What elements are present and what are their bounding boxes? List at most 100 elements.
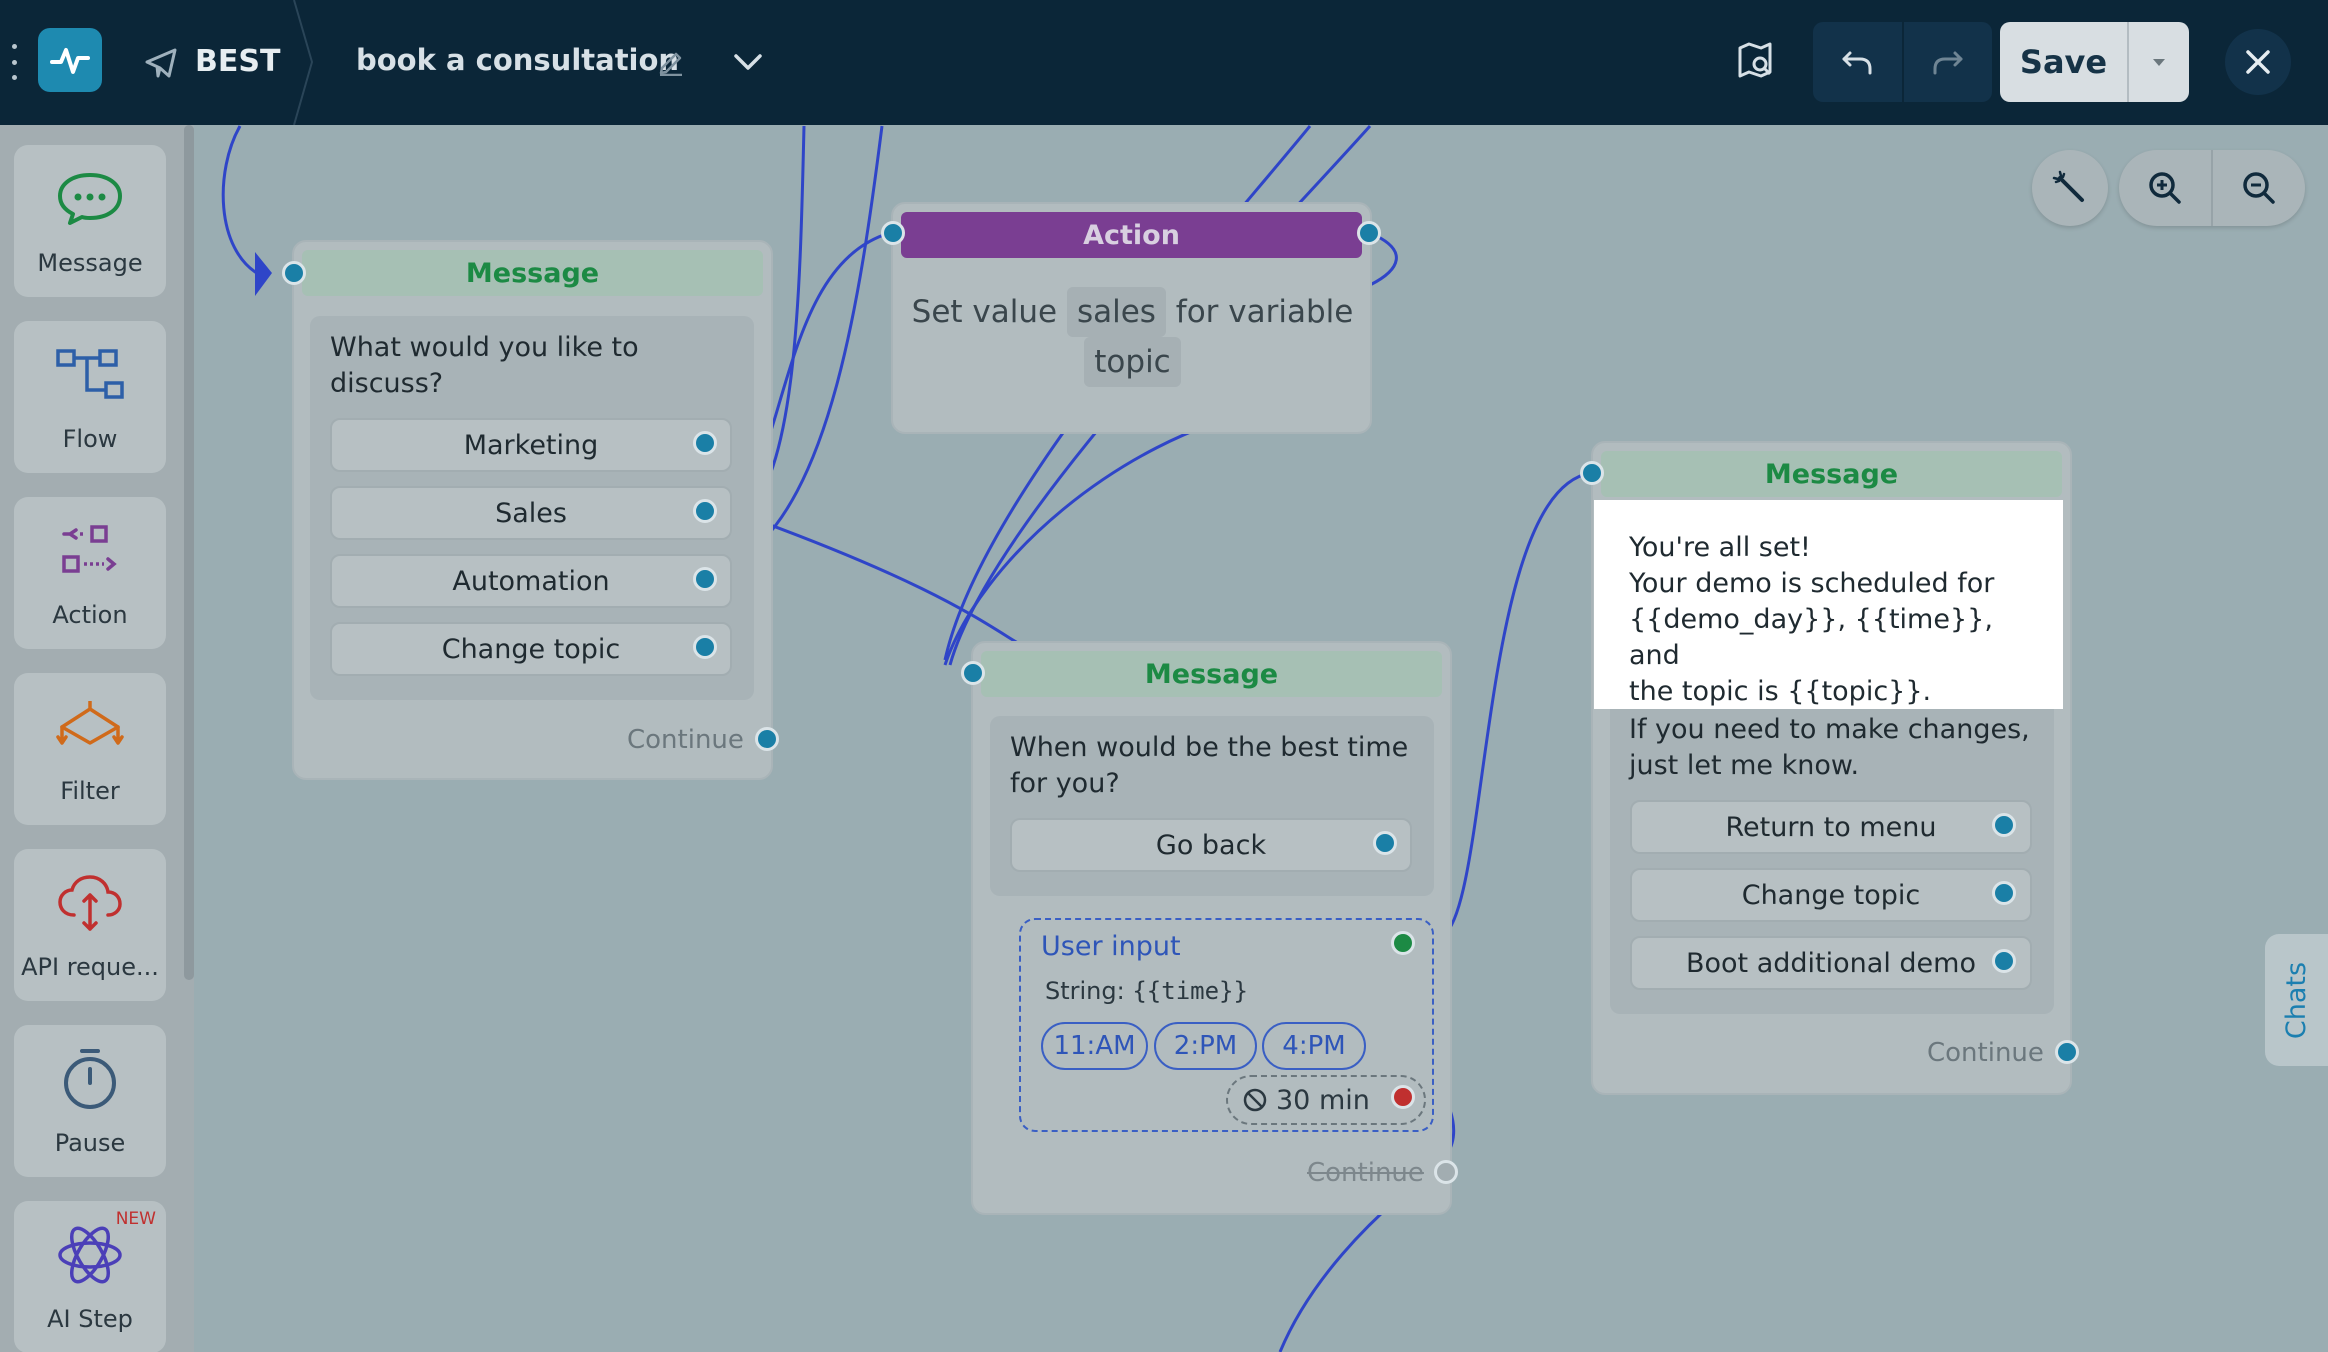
- step-toolbox: Message Flow Action Filter API reque... …: [0, 125, 194, 1352]
- quick-reply-chip[interactable]: 4:PM: [1262, 1022, 1366, 1070]
- tool-label: Filter: [60, 777, 120, 805]
- no-entry-icon: [1243, 1088, 1267, 1112]
- undo-button[interactable]: [1813, 22, 1902, 102]
- input-port[interactable]: [961, 661, 985, 685]
- app-logo-icon[interactable]: [38, 28, 102, 92]
- text-line: the topic is {{topic}}.: [1629, 676, 1932, 707]
- save-options-button[interactable]: [2127, 22, 2189, 102]
- continue-label: Continue: [627, 725, 744, 755]
- tool-label: API reque...: [21, 953, 159, 981]
- user-input-type: String: {{time}}: [1045, 977, 1248, 1005]
- node-header: Message: [981, 651, 1442, 697]
- quick-reply-chip[interactable]: 11:AM: [1041, 1022, 1148, 1070]
- message-text: When would be the best time for you?: [1010, 732, 1409, 799]
- node-header: Action: [901, 212, 1362, 258]
- ai-step-icon: [58, 1226, 122, 1284]
- option-button[interactable]: Sales: [330, 486, 732, 540]
- text-line: {{demo_day}}, {{time}}, and: [1629, 604, 1993, 671]
- redo-icon: [1933, 51, 1963, 75]
- output-port[interactable]: [1992, 949, 2016, 973]
- chats-tab[interactable]: Chats: [2265, 934, 2328, 1066]
- timeout-port[interactable]: [1391, 1085, 1415, 1109]
- continue-port-disabled[interactable]: [1434, 1160, 1458, 1184]
- bot-name[interactable]: BEST: [195, 44, 281, 79]
- tool-pause[interactable]: Pause: [14, 1025, 166, 1177]
- chevron-down-icon[interactable]: [730, 46, 766, 76]
- undo-icon: [1842, 51, 1872, 75]
- input-port[interactable]: [282, 261, 306, 285]
- timeout-value: 30 min: [1276, 1084, 1370, 1116]
- continue-port[interactable]: [2055, 1040, 2079, 1064]
- top-bar: BEST book a consultation Save: [0, 0, 2328, 125]
- action-variable-tag: topic: [1084, 337, 1181, 387]
- tool-label: Pause: [54, 1129, 126, 1157]
- input-port[interactable]: [881, 221, 905, 245]
- option-button[interactable]: Change topic: [330, 622, 732, 676]
- close-button[interactable]: [2225, 29, 2291, 95]
- tool-label: Flow: [62, 425, 118, 453]
- zoom-out-icon: [2243, 172, 2275, 204]
- output-port[interactable]: [693, 635, 717, 659]
- close-icon: [2246, 50, 2270, 74]
- zoom-controls: [2119, 150, 2305, 226]
- tool-api-request[interactable]: API reque...: [14, 849, 166, 1001]
- tool-label: AI Step: [47, 1305, 133, 1333]
- user-input-type-label: String:: [1045, 977, 1125, 1005]
- user-input-success-port[interactable]: [1391, 931, 1415, 955]
- node-header: Message: [1601, 451, 2062, 497]
- save-button[interactable]: Save: [2019, 43, 2108, 81]
- timeout-pill[interactable]: 30 min: [1226, 1075, 1426, 1125]
- message-text: What would you like to discuss?: [330, 332, 639, 399]
- output-port[interactable]: [693, 567, 717, 591]
- more-menu-icon[interactable]: [10, 44, 18, 80]
- option-button[interactable]: Automation: [330, 554, 732, 608]
- output-port[interactable]: [1992, 881, 2016, 905]
- toolbox-scrollbar[interactable]: [184, 125, 194, 980]
- edit-pencil-icon[interactable]: [656, 46, 686, 76]
- flow-name[interactable]: book a consultation: [356, 43, 680, 77]
- api-request-icon: [58, 875, 122, 931]
- chats-tab-label: Chats: [2281, 961, 2313, 1039]
- output-port[interactable]: [693, 499, 717, 523]
- user-input-block[interactable]: [1019, 918, 1434, 1132]
- node-header: Message: [302, 250, 763, 296]
- tool-label: Action: [52, 601, 128, 629]
- action-icon: [62, 525, 117, 573]
- continue-label: Continue: [1927, 1038, 2044, 1068]
- tool-ai-step[interactable]: NEW AI Step: [14, 1201, 166, 1352]
- zoom-in-icon: [2149, 172, 2181, 204]
- option-button[interactable]: Return to menu: [1630, 800, 2032, 854]
- highlighted-text-region: [1594, 500, 2063, 709]
- user-input-variable: {{time}}: [1132, 977, 1248, 1005]
- new-badge: NEW: [115, 1209, 156, 1229]
- zoom-in-button[interactable]: [2119, 150, 2211, 226]
- text-line: If you need to make changes,: [1629, 714, 2030, 745]
- output-port[interactable]: [1373, 831, 1397, 855]
- redo-button[interactable]: [1901, 22, 1993, 102]
- tool-flow[interactable]: Flow: [14, 321, 166, 473]
- zoom-out-button[interactable]: [2211, 150, 2305, 226]
- output-port[interactable]: [1357, 221, 1381, 245]
- breadcrumb-divider: [293, 0, 314, 125]
- tool-message[interactable]: Message: [14, 145, 166, 297]
- filter-icon: [56, 701, 124, 745]
- magic-wand-icon: [2052, 170, 2084, 202]
- text-line: You're all set!: [1629, 532, 1811, 563]
- quick-reply-chip[interactable]: 2:PM: [1154, 1022, 1257, 1070]
- tool-label: Message: [37, 249, 143, 277]
- output-port[interactable]: [693, 431, 717, 455]
- undo-redo-group: [1813, 22, 1992, 102]
- tool-filter[interactable]: Filter: [14, 673, 166, 825]
- action-value-tag: sales: [1066, 287, 1166, 337]
- option-button[interactable]: Marketing: [330, 418, 732, 472]
- tool-action[interactable]: Action: [14, 497, 166, 649]
- continue-port[interactable]: [755, 727, 779, 751]
- auto-arrange-button[interactable]: [2032, 150, 2108, 226]
- input-port[interactable]: [1580, 461, 1604, 485]
- message-text: If you need to make changes, just let me…: [1629, 712, 2049, 784]
- option-button[interactable]: Go back: [1010, 818, 1412, 872]
- flow-map-icon[interactable]: [1736, 40, 1774, 82]
- option-button[interactable]: Boot additional demo: [1630, 936, 2032, 990]
- output-port[interactable]: [1992, 813, 2016, 837]
- option-button[interactable]: Change topic: [1630, 868, 2032, 922]
